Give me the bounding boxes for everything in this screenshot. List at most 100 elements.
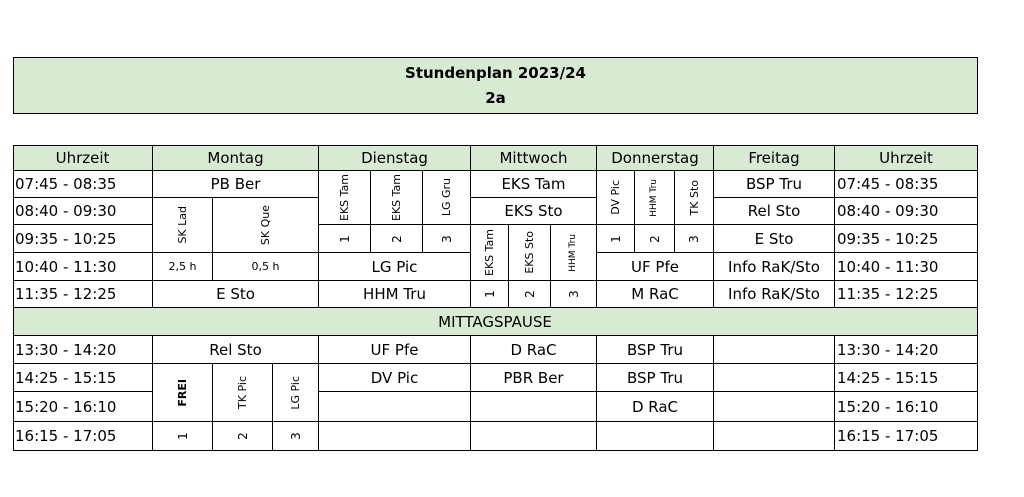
empty-cell [714,364,835,392]
group-number-text: 2 [389,234,404,243]
time-cell: 15:20 - 16:10 [13,392,153,422]
lesson-cell: LG Pic [319,253,471,281]
lesson-cell-text: E Sto [754,229,794,248]
lesson-cell: M RaC [597,281,714,308]
group-cell-text: SK Que [259,204,272,246]
lesson-cell-text: Rel Sto [747,202,801,220]
group-cell: EKS Tam [471,225,509,281]
time-cell: 09:35 - 10:25 [13,225,153,253]
group-cell: EKS Tam [371,171,423,225]
column-header-text: Mittwoch [499,148,568,167]
duration-cell: 0,5 h [213,253,319,281]
group-cell-text: HHM Tru [649,178,659,217]
group-cell-text: SK Lad [176,206,189,244]
time-cell-text: 16:15 - 17:05 [15,427,117,445]
lesson-cell: UF Pfe [597,253,714,281]
group-cell: HHM Tru [635,171,675,225]
column-header-text: Montag [207,148,264,167]
column-header: Uhrzeit [13,145,153,171]
column-header-text: Uhrzeit [55,148,110,167]
time-cell: 13:30 - 14:20 [835,336,978,364]
group-cell: SK Que [213,198,319,253]
lunch-break: MITTAGSPAUSE [13,308,978,336]
group-cell-text: TK Sto [687,179,701,216]
group-number: 3 [423,225,471,253]
lesson-cell: Info RaK/Sto [714,253,835,281]
group-number: 1 [153,422,213,451]
empty-cell [471,392,597,422]
lesson-cell-text: PB Ber [210,175,261,193]
group-cell-text: LG Gru [440,178,453,217]
group-number-text: 1 [175,432,190,440]
column-header: Uhrzeit [835,145,978,171]
group-cell: SK Lad [153,198,213,253]
time-cell-text: 15:20 - 16:10 [15,397,117,416]
group-cell: HHM Tru [551,225,597,281]
lunch-break-text: MITTAGSPAUSE [438,312,552,331]
group-number: 1 [597,225,635,253]
time-cell: 16:15 - 17:05 [835,422,978,451]
time-cell: 07:45 - 08:35 [835,171,978,198]
empty-cell [714,422,835,451]
column-header-text: Dienstag [361,148,428,167]
time-cell-text: 11:35 - 12:25 [837,285,939,303]
lesson-cell: Info RaK/Sto [714,281,835,308]
time-cell: 11:35 - 12:25 [835,281,978,308]
time-cell: 14:25 - 15:15 [13,364,153,392]
lesson-cell-text: Rel Sto [209,340,262,359]
column-header: Mittwoch [471,145,597,171]
lesson-cell: BSP Tru [597,336,714,364]
lesson-cell-text: PBR Ber [503,368,564,387]
group-number-text: 3 [439,234,454,243]
lesson-cell: E Sto [153,281,319,308]
time-cell: 15:20 - 16:10 [835,392,978,422]
time-cell-text: 07:45 - 08:35 [837,175,939,193]
time-cell-text: 14:25 - 15:15 [837,368,939,387]
empty-cell [714,336,835,364]
timetable-title: Stundenplan 2023/24 [405,64,586,82]
group-cell-text: TK Pic [236,376,249,409]
group-cell-text: HHM Tru [568,233,578,272]
group-number-text: 1 [482,290,497,298]
group-number-text: 1 [608,234,623,243]
lesson-cell-text: LG Pic [371,257,418,276]
group-cell: EKS Sto [509,225,551,281]
group-cell-text: EKS Sto [523,231,536,274]
group-number-text: 2 [522,290,537,298]
group-cell-text: EKS Tam [338,174,351,221]
time-cell-text: 14:25 - 15:15 [15,368,117,387]
lesson-cell-text: UF Pfe [370,340,419,359]
lesson-cell: EKS Sto [471,198,597,225]
time-cell-text: 13:30 - 14:20 [15,340,117,359]
lesson-cell-text: E Sto [216,285,255,303]
time-cell: 10:40 - 11:30 [13,253,153,281]
group-number: 2 [635,225,675,253]
lesson-cell: D RaC [471,336,597,364]
lesson-cell-text: D RaC [631,397,679,416]
timetable-header: Stundenplan 2023/24 2a [13,57,978,114]
time-cell: 11:35 - 12:25 [13,281,153,308]
group-cell-text: DV Pic [609,180,622,215]
duration-cell-text: 0,5 h [251,260,280,273]
lesson-cell-text: BSP Tru [627,340,683,359]
group-number-text: 1 [337,234,352,243]
group-cell: LG Gru [423,171,471,225]
lesson-cell: BSP Tru [597,364,714,392]
group-number: 2 [509,281,551,308]
time-cell: 16:15 - 17:05 [13,422,153,451]
group-cell: TK Pic [213,364,273,422]
time-cell-text: 13:30 - 14:20 [837,340,939,359]
group-cell: EKS Tam [319,171,371,225]
time-cell: 10:40 - 11:30 [835,253,978,281]
group-number: 1 [471,281,509,308]
group-cell-text: FREI [176,378,189,407]
class-name: 2a [485,89,506,107]
time-cell-text: 08:40 - 09:30 [837,202,939,220]
group-number: 1 [319,225,371,253]
group-number: 3 [273,422,319,451]
group-number-text: 3 [288,432,303,440]
group-number: 2 [371,225,423,253]
lesson-cell: Rel Sto [714,198,835,225]
time-cell-text: 10:40 - 11:30 [837,257,939,276]
